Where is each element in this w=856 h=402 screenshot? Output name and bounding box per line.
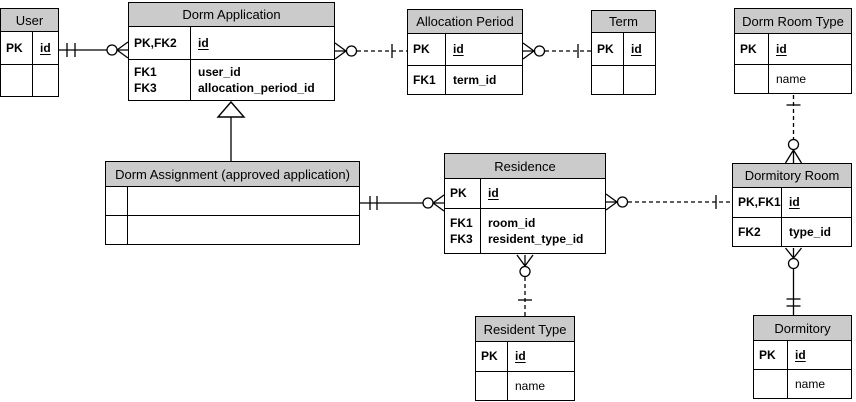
attribute-name: term_id — [453, 72, 497, 87]
attribute-empty — [33, 65, 58, 96]
attribute-name: allocation_period_id — [198, 81, 315, 95]
key-label: FK1 — [408, 66, 446, 94]
entity-allocation-period-title: Allocation Period — [408, 10, 522, 34]
attribute-row: PK,FK2 id — [129, 27, 334, 60]
key-label: PK — [754, 341, 788, 369]
key-label: FK3 — [450, 232, 473, 246]
attribute-name: type_id — [789, 224, 832, 239]
entity-dorm-assignment[interactable]: Dorm Assignment (approved application) — [105, 161, 360, 245]
attribute-row: PK id — [408, 34, 522, 66]
attribute-row: FK1 FK3 room_id resident_type_id — [445, 209, 605, 253]
entity-dorm-room-type-title: Dorm Room Type — [735, 9, 851, 34]
key-label: FK1 — [134, 64, 157, 79]
attribute-row: PK id — [1, 32, 58, 65]
attribute-row-empty — [106, 216, 359, 244]
attribute-name: id — [789, 195, 800, 210]
key-label: FK1 — [450, 215, 473, 230]
entity-resident-type-title: Resident Type — [476, 317, 574, 342]
key-label-empty — [1, 65, 33, 96]
attribute-names: room_id resident_type_id — [481, 209, 605, 253]
entity-dormitory-room[interactable]: Dormitory Room PK,FK1 id FK2 type_id — [732, 163, 852, 247]
attribute-name: name — [515, 378, 546, 393]
key-label: PK — [408, 34, 446, 65]
relationship-residence-dormitory-room — [605, 193, 732, 211]
attribute-row: PK id — [735, 34, 851, 65]
inheritance-dorm-assignment-dorm-application — [216, 100, 246, 161]
attribute-row: PK id — [476, 342, 574, 372]
key-label-empty — [735, 65, 769, 93]
attribute-name: id — [631, 41, 642, 56]
relationship-dorm-application-allocation-period — [334, 42, 407, 60]
attribute-row: PK,FK1 id — [733, 188, 851, 218]
key-label: PK,FK1 — [733, 188, 782, 217]
key-labels: FK1 FK3 — [129, 60, 191, 100]
entity-term[interactable]: Term PK id — [591, 10, 656, 95]
attribute-row-empty — [106, 187, 359, 216]
relationship-dorm-assignment-residence — [360, 194, 445, 212]
entity-residence-title: Residence — [445, 154, 605, 179]
attribute-row: name — [735, 65, 851, 93]
key-label-empty — [106, 187, 128, 215]
entity-resident-type[interactable]: Resident Type PK id name — [475, 316, 575, 401]
attribute-name: id — [488, 186, 499, 201]
entity-user[interactable]: User PK id — [0, 8, 59, 97]
entity-dorm-application[interactable]: Dorm Application PK,FK2 id FK1 FK3 user_… — [128, 2, 335, 101]
relationship-residence-resident-type — [516, 254, 534, 316]
entity-allocation-period[interactable]: Allocation Period PK id FK1 term_id — [407, 9, 523, 95]
attribute-empty — [128, 187, 359, 215]
attribute-name: id — [198, 35, 209, 50]
attribute-row: PK id — [754, 341, 851, 370]
attribute-row: name — [476, 372, 574, 400]
attribute-name: name — [795, 376, 826, 391]
relationship-dorm-room-type-dormitory-room — [784, 95, 803, 164]
attribute-row: PK id — [445, 179, 605, 209]
attribute-row: FK2 type_id — [733, 218, 851, 246]
attribute-empty — [624, 66, 655, 94]
relationship-dormitory-room-dormitory — [784, 247, 803, 315]
attribute-name: room_id — [488, 215, 536, 230]
key-label: PK,FK2 — [129, 27, 191, 59]
relationship-user-dorm-application — [58, 41, 129, 59]
attribute-row: FK1 FK3 user_id allocation_period_id — [129, 60, 334, 100]
key-label: FK3 — [134, 81, 157, 95]
entity-dorm-room-type[interactable]: Dorm Room Type PK id name — [734, 8, 852, 94]
key-label-empty — [754, 370, 788, 398]
key-label: FK2 — [733, 218, 782, 246]
attribute-row: FK1 term_id — [408, 66, 522, 94]
entity-residence[interactable]: Residence PK id FK1 FK3 room_id resident… — [444, 153, 606, 254]
attribute-name: id — [40, 40, 51, 55]
relationship-allocation-period-term — [522, 42, 591, 60]
attribute-row-empty — [592, 66, 655, 94]
key-label: PK — [1, 32, 33, 64]
attribute-name: id — [776, 41, 787, 56]
key-label-empty — [592, 66, 624, 94]
entity-user-title: User — [1, 9, 58, 32]
entity-term-title: Term — [592, 11, 655, 33]
key-label: PK — [476, 342, 508, 371]
attribute-name: resident_type_id — [488, 232, 584, 246]
entity-dormitory-title: Dormitory — [754, 316, 851, 341]
attribute-empty — [128, 216, 359, 244]
key-label: PK — [735, 34, 769, 64]
attribute-name: user_id — [198, 64, 241, 79]
attribute-row: name — [754, 370, 851, 398]
entity-dorm-assignment-title: Dorm Assignment (approved application) — [106, 162, 359, 187]
key-label: PK — [445, 179, 481, 208]
attribute-names: user_id allocation_period_id — [191, 60, 334, 100]
entity-dormitory-room-title: Dormitory Room — [733, 164, 851, 188]
key-label-empty — [106, 216, 128, 244]
attribute-name: id — [795, 347, 806, 362]
key-labels: FK1 FK3 — [445, 209, 481, 253]
attribute-name: name — [776, 71, 807, 86]
attribute-row: PK id — [592, 33, 655, 66]
entity-dorm-application-title: Dorm Application — [129, 3, 334, 27]
entity-dormitory[interactable]: Dormitory PK id name — [753, 315, 852, 399]
attribute-row-empty — [1, 65, 58, 96]
attribute-name: id — [453, 42, 464, 57]
key-label: PK — [592, 33, 624, 65]
key-label-empty — [476, 372, 508, 400]
attribute-name: id — [515, 349, 526, 364]
